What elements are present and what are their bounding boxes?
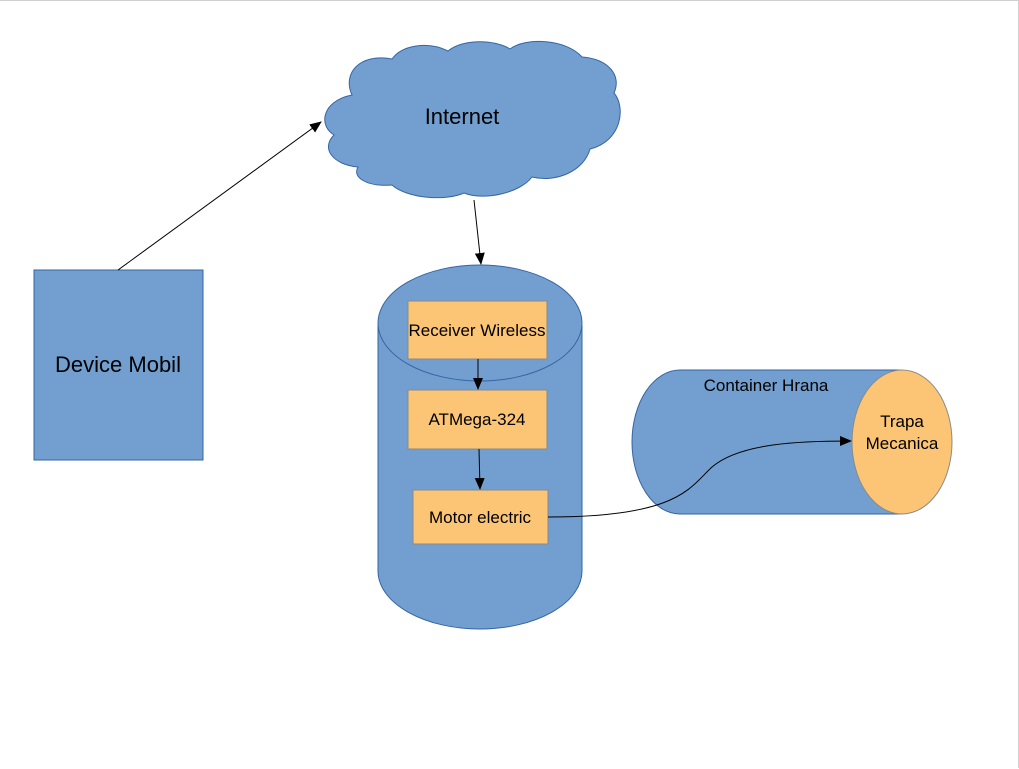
trapa-label-line1: Trapa <box>880 412 924 431</box>
motor-electric-node[interactable]: Motor electric <box>412 489 549 545</box>
motor-electric-box <box>412 489 549 545</box>
atmega-label: ATMega-324 <box>428 410 525 429</box>
receiver-wireless-box <box>407 300 548 360</box>
edge-motor-to-trapa <box>547 436 852 518</box>
internet-cloud[interactable]: Internet <box>324 40 621 199</box>
motor-electric-label: Motor electric <box>429 508 532 527</box>
device-mobil-box <box>33 269 204 461</box>
edge-atmega-to-motor <box>474 448 485 490</box>
receiver-wireless-label: Receiver Wireless <box>409 321 546 340</box>
cloud-shape <box>324 40 621 199</box>
edge-device-to-internet <box>117 121 322 271</box>
container-hrana-node[interactable]: Container Hrana <box>631 369 902 515</box>
container-hrana-label: Container Hrana <box>704 376 829 395</box>
device-mobil-label: Device Mobil <box>55 352 181 377</box>
trapa-mecanica-node[interactable]: Trapa Mecanica <box>851 369 953 515</box>
container-body <box>631 369 902 515</box>
receiver-wireless-node[interactable]: Receiver Wireless <box>407 300 548 360</box>
trapa-label-line2: Mecanica <box>866 434 939 453</box>
internet-label: Internet <box>425 104 500 129</box>
atmega-box <box>407 389 548 450</box>
connectors <box>117 121 852 518</box>
atmega-node[interactable]: ATMega-324 <box>407 389 548 450</box>
edge-internet-to-cylinder <box>473 199 485 265</box>
trapa-mecanica-ellipse <box>851 369 953 515</box>
device-mobil-node[interactable]: Device Mobil <box>33 269 204 461</box>
